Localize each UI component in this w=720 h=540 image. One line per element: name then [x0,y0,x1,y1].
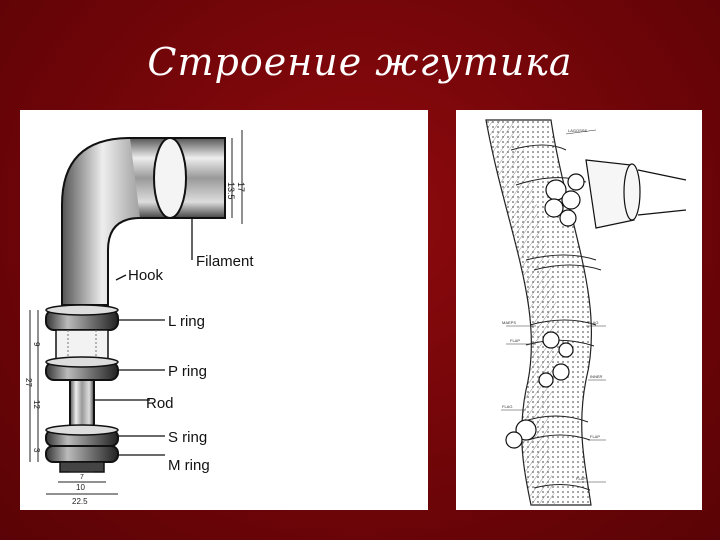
label-m-ring: M ring [168,457,210,474]
slide-title: Строение жгутика [147,40,573,84]
label-lagosse: LAGOSSE [568,128,587,133]
dim-ring-width: 10 [76,483,85,492]
label-hook: Hook [128,267,164,284]
label-l-ring: L ring [168,313,205,330]
p-ring-shape [45,356,119,381]
label-flap-2: FLAP [590,434,600,439]
dim-upper-height: 9 [32,342,41,347]
label-rod: Rod [146,395,174,412]
label-flag-2: FLAG [502,404,512,409]
flagellum-tube [585,159,687,229]
dim-base-width: 22.5 [72,497,88,506]
dim-total-height: 27 [24,378,33,387]
m-ring-shape [45,445,119,473]
rod-shape [69,379,95,431]
annotation-lines [501,129,606,483]
label-s-ring: S ring [168,429,207,446]
flagellum-schematic-panel: 13.5 17 9 27 12 3 7 10 22.5 Filament Hoo… [20,110,428,510]
l-ring-shape [45,304,119,331]
flagellum-schematic: 13.5 17 9 27 12 3 7 10 22.5 Filament Hoo… [24,130,254,506]
dim-rod-width: 7 [80,474,84,481]
label-maeps: MAEPS [502,320,516,325]
label-p-ring: P ring [168,363,207,380]
leader-lines [94,218,193,456]
protein-clusters [505,173,585,449]
label-flap-1: FLAP [510,338,520,343]
dim-filament-inner: 13.5 [226,182,236,200]
membrane-illustration-panel: LAGOSSE MAEPS FLAG FLAP INNER FLAG FLAP … [456,110,702,510]
dim-filament-outer: 17 [236,182,246,192]
label-flap-3: FLAP [576,476,586,481]
hook-shape [61,137,226,306]
label-flag-1: FLAG [588,320,598,325]
label-filament: Filament [196,253,254,270]
dimension-lines [29,130,243,495]
dim-mid-height: 12 [32,400,41,409]
membrane-illustration: LAGOSSE MAEPS FLAG FLAP INNER FLAG FLAP … [485,119,687,506]
label-inner: INNER [590,374,603,379]
s-ring-shape [45,424,119,447]
dim-lower-height: 3 [32,448,41,453]
